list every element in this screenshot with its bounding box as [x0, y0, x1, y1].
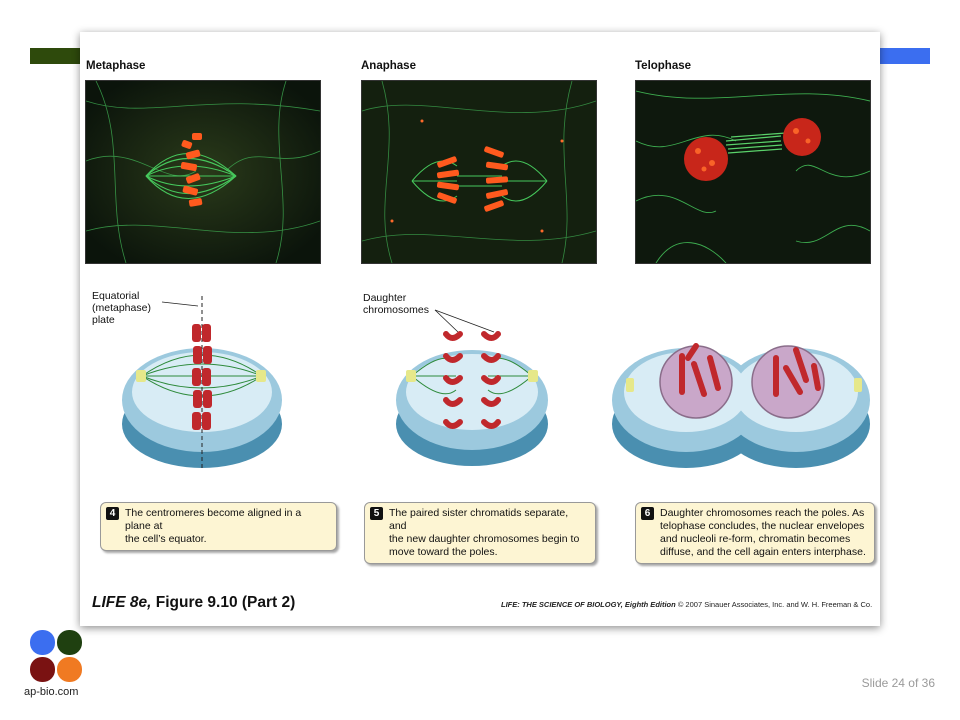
anaphase-diagram: Daughter chromosomes [360, 284, 610, 494]
daughter-chromosomes-label: Daughter chromosomes [363, 292, 429, 316]
slide-number: Slide 24 of 36 [861, 676, 935, 690]
metaphase-diagram: Equatorial (metaphase) plate [80, 284, 340, 494]
equatorial-plate-label: Equatorial (metaphase) plate [92, 290, 151, 326]
telophase-diagram [610, 284, 880, 494]
figure-title: LIFE 8e, Figure 9.10 (Part 2) [92, 594, 295, 612]
metaphase-micrograph [85, 80, 321, 264]
figure-number: Figure 9.10 (Part 2) [151, 594, 296, 611]
step-number-6: 6 [641, 507, 654, 520]
mitosis-figure: Metaphase Anaphase Telophase [80, 32, 880, 626]
metaphase-title: Metaphase [86, 60, 146, 72]
credit-book: LIFE: THE SCIENCE OF BIOLOGY, Eighth Edi… [501, 600, 676, 609]
anaphase-caption: 5 The paired sister chromatids separate,… [364, 502, 596, 564]
metaphase-caption-text: The centromeres become aligned in a plan… [125, 507, 302, 545]
anaphase-caption-text: The paired sister chromatids separate, a… [389, 507, 580, 558]
metaphase-caption: 4 The centromeres become aligned in a pl… [100, 502, 337, 551]
step-number-4: 4 [106, 507, 119, 520]
anaphase-micrograph [361, 80, 597, 264]
figure-book: LIFE 8e, [92, 594, 152, 611]
step-number-5: 5 [370, 507, 383, 520]
telophase-title: Telophase [635, 60, 692, 72]
telophase-caption: 6 Daughter chromosomes reach the poles. … [635, 502, 875, 564]
top-right-accent-bar [878, 48, 930, 64]
telophase-caption-text: Daughter chromosomes reach the poles. As… [660, 507, 866, 558]
anaphase-title: Anaphase [361, 60, 416, 72]
telophase-micrograph [635, 80, 871, 264]
credit-publisher: © 2007 Sinauer Associates, Inc. and W. H… [675, 600, 873, 609]
figure-credit: LIFE: THE SCIENCE OF BIOLOGY, Eighth Edi… [501, 600, 872, 609]
top-left-accent-bar [30, 48, 82, 64]
ap-bio-logo-icon [30, 630, 82, 682]
logo-text: ap-bio.com [24, 686, 79, 698]
